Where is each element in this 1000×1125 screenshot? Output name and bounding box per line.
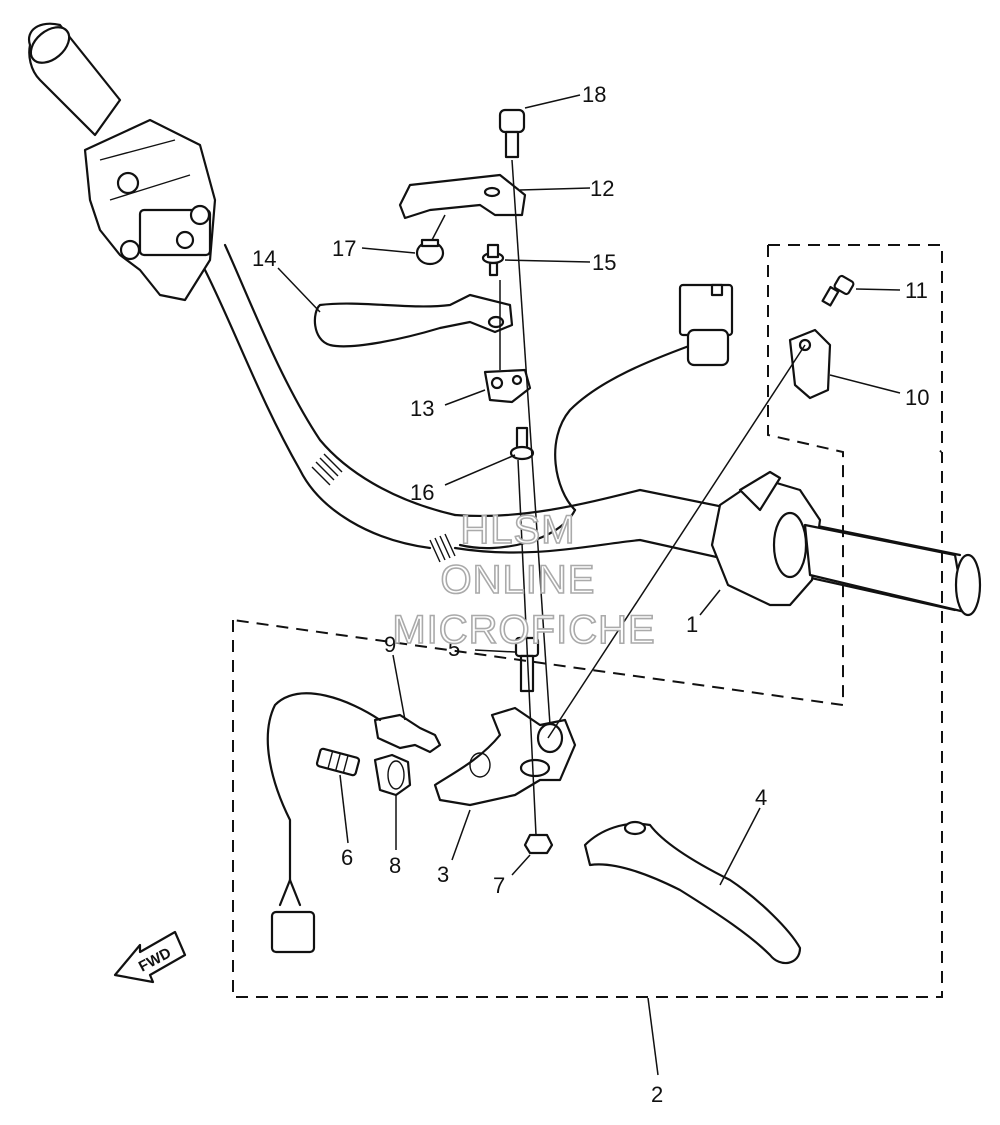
callout-4: 4 — [755, 785, 767, 810]
callout-11: 11 — [905, 278, 928, 303]
callout-7: 7 — [493, 873, 505, 898]
callout-3: 3 — [437, 862, 449, 887]
clamp-12 — [398, 173, 527, 220]
watermark-line3: MICROFICHE — [392, 608, 655, 652]
watermark-line2: ONLINE — [441, 558, 596, 602]
callout-5: 5 — [448, 636, 460, 661]
bracket-3 — [433, 706, 577, 807]
watermark: HLSM ONLINE MICROFICHE — [392, 507, 656, 653]
callout-17: 17 — [332, 236, 356, 261]
callout-10: 10 — [905, 385, 929, 410]
nut-7 — [523, 833, 554, 855]
callout-2: 2 — [651, 1082, 663, 1107]
lever-4 — [583, 820, 802, 965]
leader-lines — [277, 94, 901, 1076]
callout-12: 12 — [590, 176, 614, 201]
watermark-line1: HLSM — [460, 508, 575, 552]
fwd-arrow: FWD — [113, 930, 187, 984]
callout-1: 1 — [686, 612, 698, 637]
switch-cable — [266, 692, 382, 954]
callout-13: 13 — [410, 396, 434, 421]
group-outlines — [232, 244, 943, 998]
screw-15 — [481, 243, 505, 277]
spring-6 — [315, 747, 361, 777]
left-grip-assembly — [27, 22, 217, 302]
screw-11 — [821, 274, 855, 307]
adjuster-9 — [373, 713, 442, 754]
right-grip-switch — [458, 283, 982, 617]
callout-18: 18 — [582, 82, 606, 107]
bolt-18 — [498, 108, 526, 159]
callout-6: 6 — [341, 845, 353, 870]
callout-15: 15 — [592, 250, 616, 275]
plate-13 — [483, 368, 532, 404]
callout-14: 14 — [252, 246, 276, 271]
holder-14 — [313, 293, 514, 348]
screw-16 — [509, 426, 535, 461]
handlebar — [203, 243, 962, 612]
callout-16: 16 — [410, 480, 434, 505]
callout-9: 9 — [384, 632, 396, 657]
locknut-8 — [373, 753, 412, 797]
callout-8: 8 — [389, 853, 401, 878]
callout-labels: 1 2 3 4 5 6 7 8 9 10 11 12 13 14 15 16 1… — [252, 82, 929, 1107]
cap-17 — [415, 238, 445, 266]
clamp-10 — [788, 328, 832, 400]
